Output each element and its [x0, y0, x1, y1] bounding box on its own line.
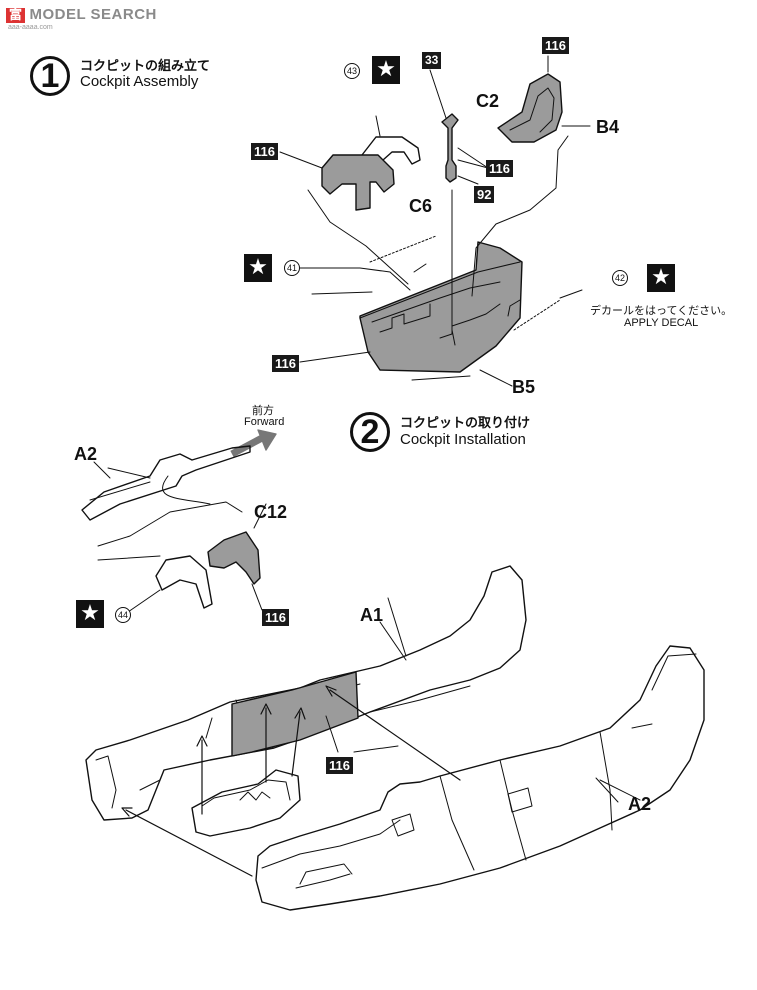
- step-2-title-jp: コクピットの取り付け: [400, 416, 531, 431]
- stick-c2-shape: [441, 113, 459, 183]
- star-icon: ★: [76, 600, 104, 628]
- fuselage-a1-panel: [231, 671, 359, 757]
- decal-note-en: APPLY DECAL: [624, 317, 699, 329]
- part-label-c2: C2: [476, 91, 500, 111]
- watermark: 富 MODEL SEARCH: [6, 4, 157, 24]
- part-label-b4: B4: [596, 117, 620, 137]
- forward-label-en: Forward: [244, 416, 285, 428]
- star-icon: ★: [647, 264, 675, 292]
- watermark-logo: 富: [6, 8, 26, 23]
- paint-116-panel-badge: 116: [326, 757, 353, 774]
- part-label-c6: C6: [409, 196, 433, 216]
- decal-note-jp: デカールをはってください。: [590, 304, 733, 317]
- paint-116-seat-badge: 116: [542, 37, 569, 54]
- tub-b5-shape: [359, 241, 523, 373]
- part-label-a2-lower: A2: [628, 794, 652, 814]
- forward-label-jp: 前方: [252, 404, 274, 417]
- decal-41-marker: 41: [284, 260, 300, 276]
- paint-92-badge: 92: [474, 186, 495, 203]
- step-1-title-jp: コクピットの組み立て: [80, 59, 211, 74]
- fuselage-a2-upper: [81, 445, 251, 521]
- part-c6-shape: [321, 154, 395, 211]
- star-icon: ★: [244, 254, 272, 282]
- step-1-number: 1: [30, 56, 70, 96]
- watermark-sub: aaa-aaaa.com: [8, 24, 53, 31]
- part-label-c12: C12: [254, 502, 288, 522]
- paint-116-tub-badge: 116: [272, 355, 299, 372]
- decal-43-marker: 43: [344, 63, 360, 79]
- paint-33-badge: 33: [422, 52, 442, 69]
- tub-installed-shape: [191, 769, 301, 837]
- paint-116-stick-badge: 116: [486, 160, 513, 177]
- part-label-a1: A1: [360, 605, 384, 625]
- part-label-a2-upper: A2: [74, 444, 98, 464]
- decal-42-marker: 42: [612, 270, 628, 286]
- part-label-b5: B5: [512, 377, 536, 397]
- watermark-brand: MODEL SEARCH: [29, 6, 157, 23]
- forward-arrow-icon: [236, 434, 244, 442]
- bulkhead-c12-shape: [207, 531, 261, 585]
- step-2-number: 2: [350, 412, 390, 452]
- decal-44-piece: [155, 555, 213, 609]
- decal-44-marker: 44: [115, 607, 131, 623]
- fuselage-a2-lower: [255, 645, 705, 911]
- paint-116-c6-badge: 116: [251, 143, 278, 160]
- seat-b4-shape: [497, 73, 563, 143]
- step-1-title-en: Cockpit Assembly: [80, 73, 199, 90]
- step-2-title-en: Cockpit Installation: [400, 431, 526, 448]
- star-icon: ★: [372, 56, 400, 84]
- paint-116-c12-badge: 116: [262, 609, 289, 626]
